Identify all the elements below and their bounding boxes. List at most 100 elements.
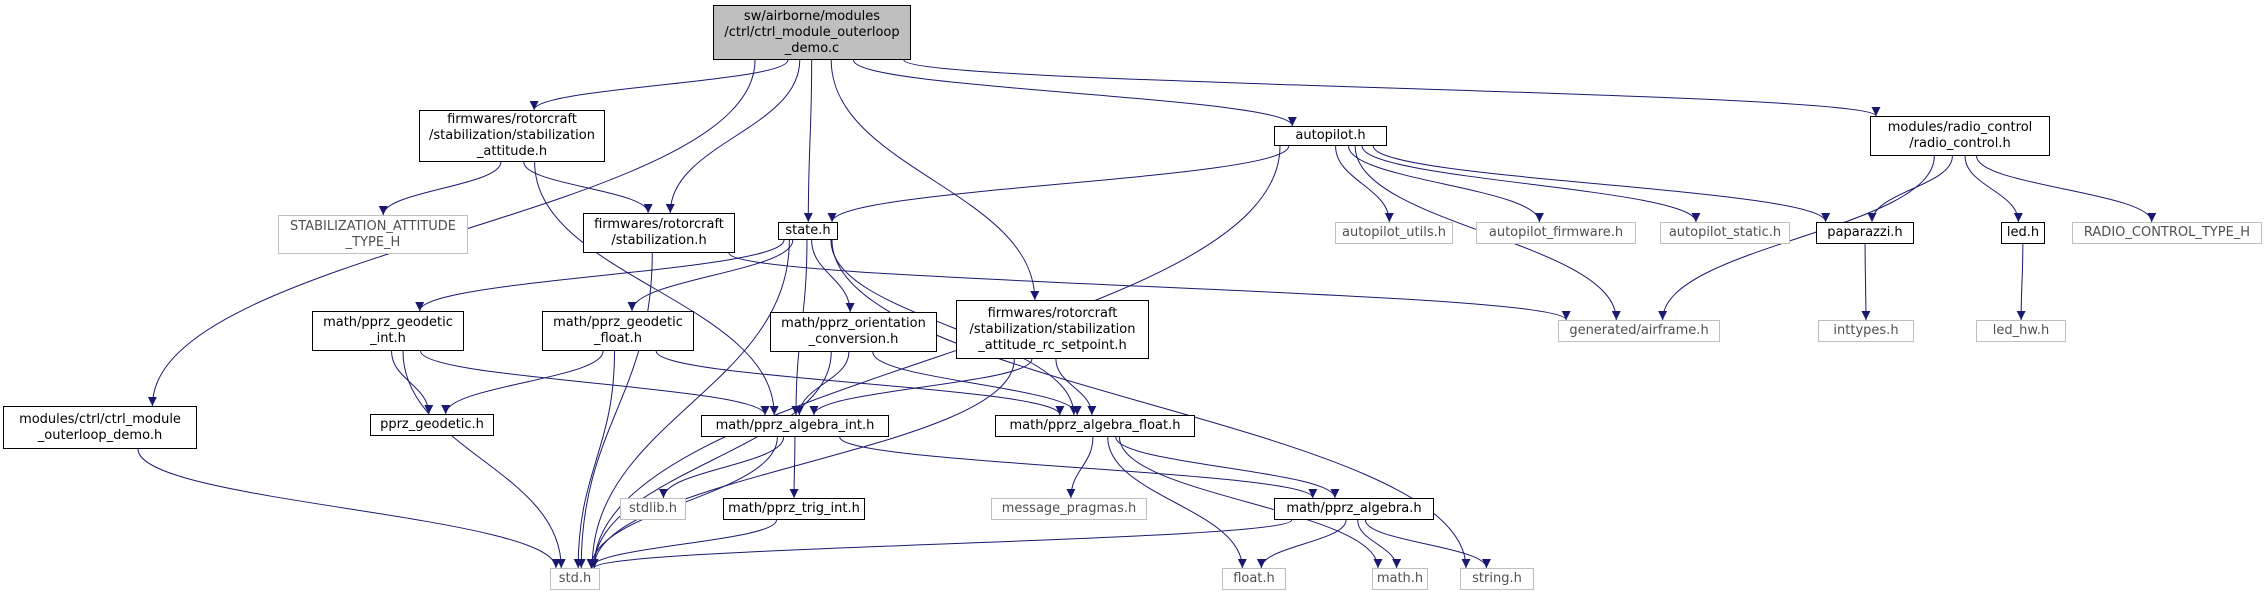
edge-led-to-led_hw [2016,243,2026,321]
edge-rc_setpoint-to-alg_int [809,358,1033,416]
node-label: firmwares/rotorcraft /stabilization/stab… [969,305,1136,353]
node-stabilization-attitude-h[interactable]: firmwares/rotorcraft /stabilization/stab… [419,110,605,162]
edge-state-to-geo_float [627,239,794,312]
edge-autopilot-to-state [827,145,1290,223]
edge-trig_int-to-std [586,519,777,569]
node-label: stdlib.h [629,501,677,516]
node-pprz-algebra-h[interactable]: math/pprz_algebra.h [1274,498,1434,520]
edge-stab_att-to-stab_att_type [378,161,502,216]
edge-root-to-stab_att [529,59,789,111]
node-pprz-geodetic-h[interactable]: pprz_geodetic.h [370,414,494,436]
node-stabilization-h[interactable]: firmwares/rotorcraft /stabilization.h [583,213,735,253]
node-label: inttypes.h [1833,323,1899,338]
node-std-h: std.h [550,568,600,590]
node-message-pragmas-h: message_pragmas.h [991,498,1147,520]
node-pprz-algebra-int-h[interactable]: math/pprz_algebra_int.h [701,415,889,437]
node-label: generated/airframe.h [1569,323,1709,338]
node-autopilot-h[interactable]: autopilot.h [1274,126,1387,146]
edge-stab-to-airframe [728,252,1571,321]
node-pprz-trig-int-h[interactable]: math/pprz_trig_int.h [723,498,865,520]
node-label: math/pprz_geodetic _int.h [323,315,453,346]
node-ctrl-module-outerloop-demo-h[interactable]: modules/ctrl/ctrl_module _outerloop_demo… [3,406,197,449]
node-label: math.h [1376,571,1424,586]
node-label: firmwares/rotorcraft /stabilization/stab… [429,112,595,159]
node-math-h: math.h [1372,568,1428,590]
node-pprz-algebra-float-h[interactable]: math/pprz_algebra_float.h [995,415,1195,437]
node-label: math/pprz_geodetic _float.h [553,315,683,346]
node-state-h[interactable]: state.h [778,222,838,240]
edge-root-to-state [803,59,813,223]
edge-state-to-geo_int [415,239,785,312]
edge-alg_float-to-float [1107,436,1247,569]
edge-state-to-orient [811,239,855,313]
node-label: math/pprz_algebra_float.h [1009,418,1181,433]
node-label: autopilot_static.h [1668,225,1782,240]
node-pprz-orientation-conversion-h[interactable]: math/pprz_orientation _conversion.h [770,312,937,352]
node-generated-airframe-h: generated/airframe.h [1558,320,1720,342]
edge-alg-to-float [1256,519,1347,569]
node-string-h: string.h [1460,568,1534,590]
node-label: string.h [1472,571,1522,586]
node-paparazzi-h[interactable]: paparazzi.h [1816,222,1914,244]
edge-alg-to-string [1364,519,1491,569]
edge-root-to-autopilot [852,59,1297,127]
node-stabilization-attitude-rc-setpoint-h[interactable]: firmwares/rotorcraft /stabilization/stab… [956,300,1149,359]
node-autopilot-firmware-h: autopilot_firmware.h [1476,222,1636,244]
edge-geo_int-to-alg_int [420,350,770,416]
node-label: autopilot_firmware.h [1488,225,1624,240]
node-label: modules/radio_control /radio_control.h [1887,120,2033,151]
edge-alg-to-math [1357,519,1402,569]
edge-geo_float-to-alg_float [655,350,1065,416]
node-label: message_pragmas.h [1001,501,1137,516]
edge-stab_att-to-stab [523,161,653,214]
edge-stab_att-to-alg_int [534,161,779,416]
node-label: autopilot.h [1295,128,1366,143]
edge-autopilot-to-paparazzi [1372,145,1831,223]
node-stdlib-h: stdlib.h [620,498,686,520]
node-label: sw/airborne/modules /ctrl/ctrl_module_ou… [724,8,900,56]
edge-geo_int-to-std [402,350,566,569]
edge-alg_int-to-stdlib [658,436,785,499]
node-radio-control-type-h: RADIO_CONTROL_TYPE_H [2072,222,2262,244]
edge-radio-to-paparazzi [1867,155,1953,223]
edge-root-to-radio [903,59,1881,117]
node-label: led.h [2006,225,2040,240]
node-radio-control-h[interactable]: modules/radio_control /radio_control.h [1870,116,2050,156]
node-autopilot-utils-h: autopilot_utils.h [1335,222,1453,244]
node-label: paparazzi.h [1827,225,1903,240]
node-label: pprz_geodetic.h [380,417,484,432]
edge-geo_float-to-geodetic [441,350,604,415]
node-label: math/pprz_orientation _conversion.h [781,316,926,347]
node-pprz-geodetic-float-h[interactable]: math/pprz_geodetic _float.h [542,311,694,351]
edge-root-to-rc_setpoint [830,59,1040,301]
node-label: std.h [558,571,592,586]
node-autopilot-static-h: autopilot_static.h [1660,222,1790,244]
node-label: firmwares/rotorcraft /stabilization.h [594,217,724,248]
edge-rc_setpoint-to-std [589,358,1015,569]
node-pprz-geodetic-int-h[interactable]: math/pprz_geodetic _int.h [312,311,464,351]
edge-root-to-stab [665,59,801,214]
node-label: led_hw.h [1992,323,2050,338]
edge-radio-to-rc_type [1976,155,2157,223]
node-led-h[interactable]: led.h [2001,222,2045,244]
edge-autopilot-to-ap_static [1361,145,1701,223]
edge-alg-to-std [589,519,1293,569]
edge-autopilot-to-std [589,145,1281,569]
edge-orient-to-alg_int [794,351,850,416]
node-stabilization-attitude-type-h: STABILIZATION_ATTITUDE _TYPE_H [278,215,468,254]
edge-alg_float-to-msg_pragmas [1066,436,1094,499]
edge-radio-to-led [1964,155,2023,223]
node-label: autopilot_utils.h [1342,225,1446,240]
edge-geo_float-to-std [573,350,616,569]
edge-alg_int-to-alg [839,436,1318,499]
node-ctrl-module-outerloop-demo-c[interactable]: sw/airborne/modules /ctrl/ctrl_module_ou… [713,5,911,60]
edge-paparazzi-to-inttypes [1861,243,1871,321]
node-label: math/pprz_algebra.h [1286,501,1422,516]
node-label: float.h [1233,571,1275,586]
edge-stab-to-std [576,252,653,569]
node-led-hw-h: led_hw.h [1976,320,2066,342]
node-label: math/pprz_algebra_int.h [715,418,875,433]
node-label: state.h [785,223,831,238]
